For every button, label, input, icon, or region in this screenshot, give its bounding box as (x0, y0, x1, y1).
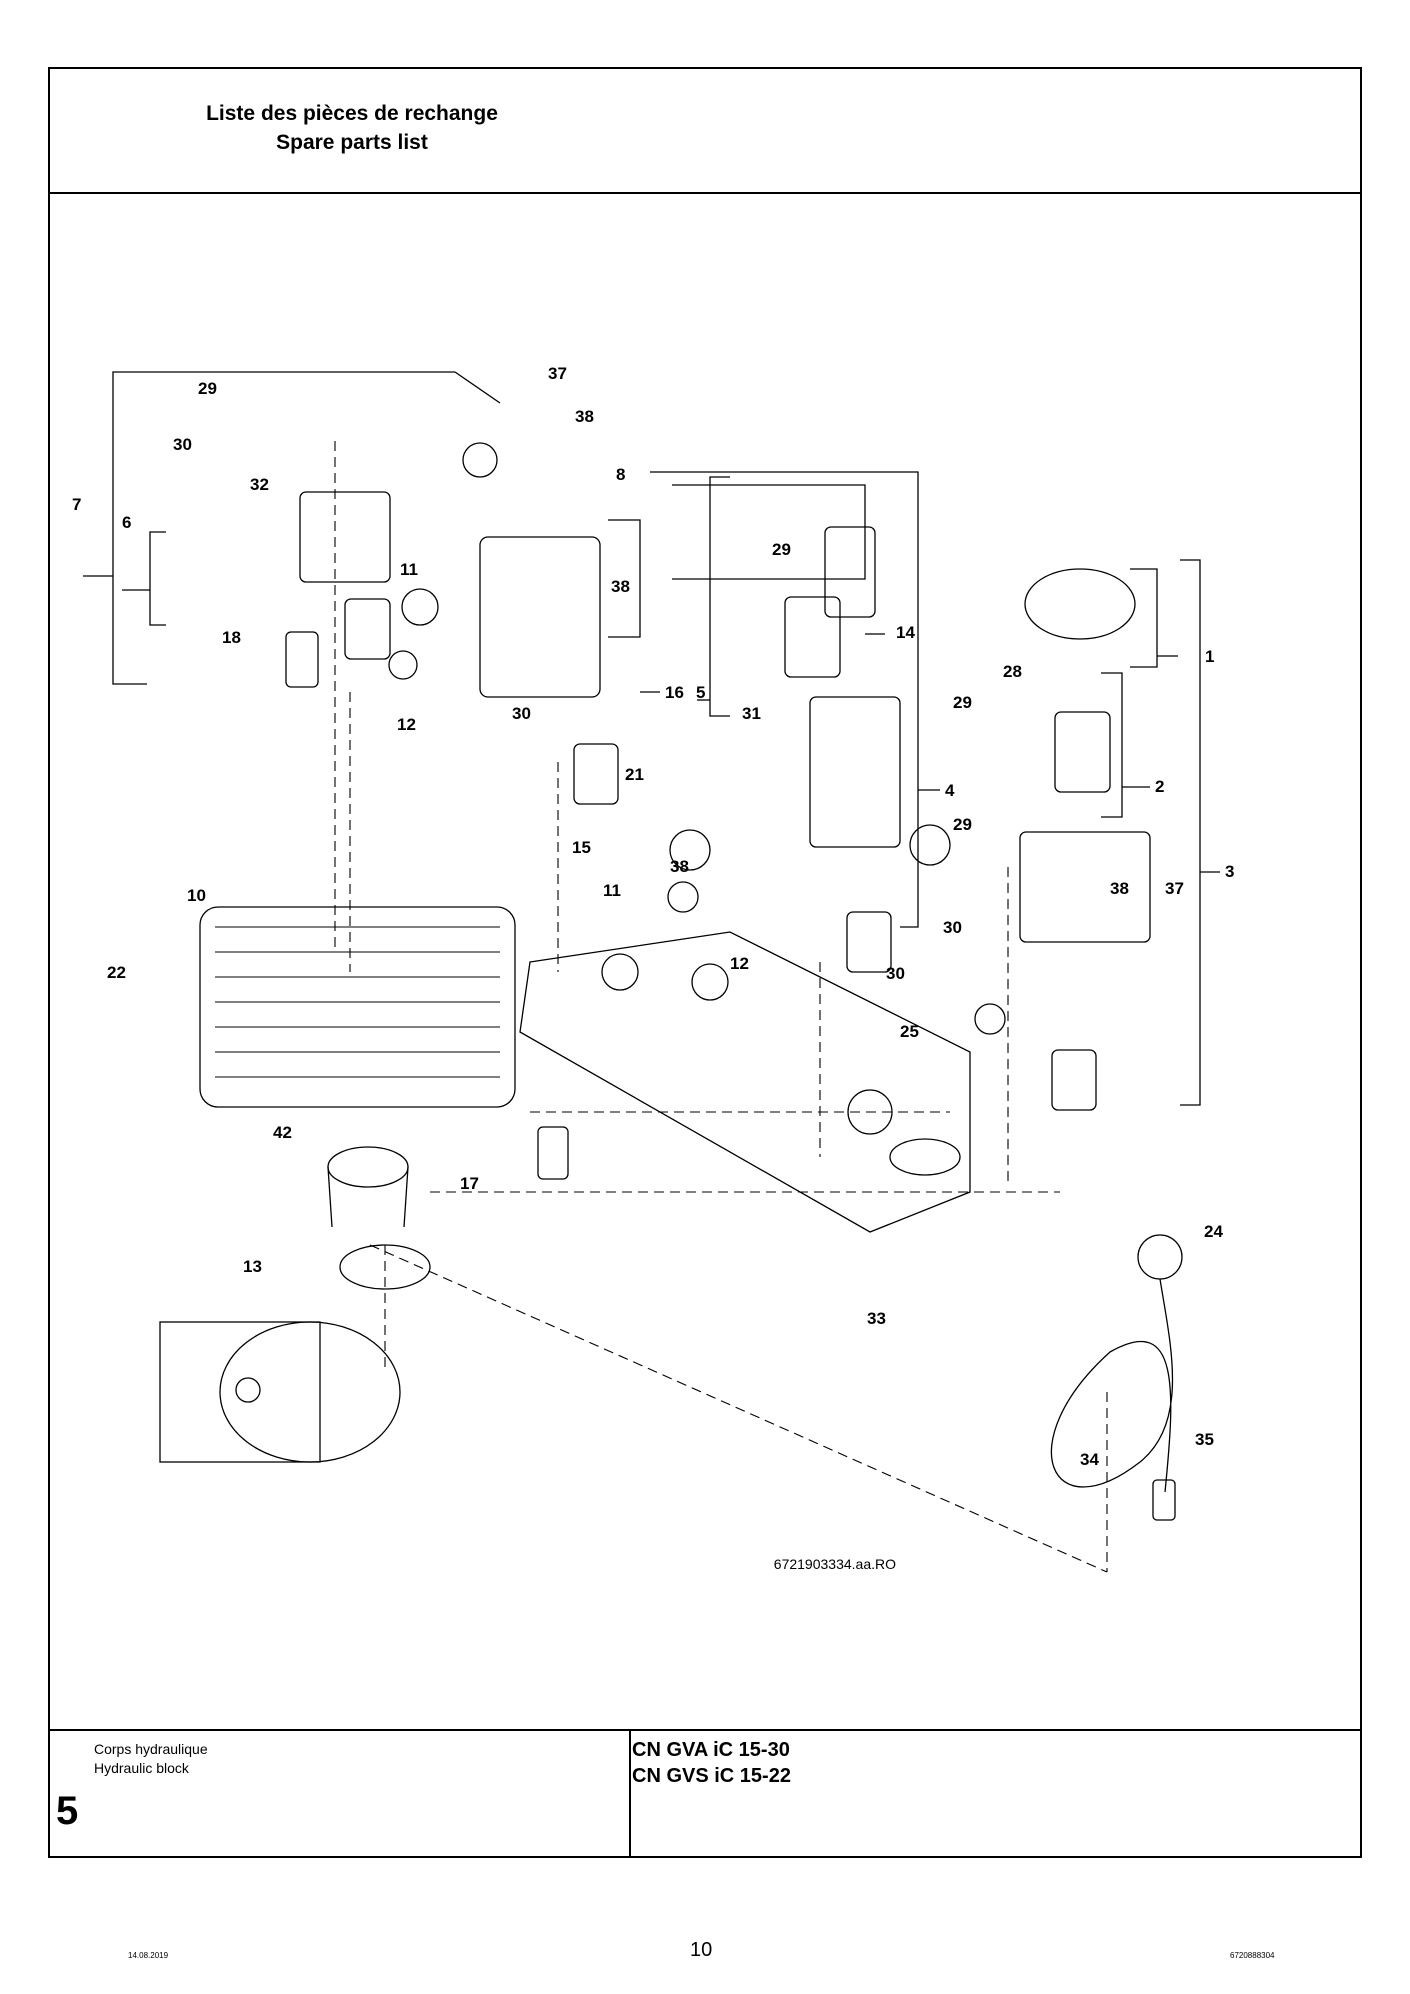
callout: 18 (222, 628, 241, 647)
callout: 32 (250, 475, 269, 494)
cartridge-2 (1054, 711, 1111, 793)
bracket-14 (672, 484, 866, 580)
callout: 12 (397, 715, 416, 734)
exploded-view-drawing: 37 38 29 30 32 7 6 8 11 38 18 16 12 30 2… (50, 192, 1360, 1735)
callout: 15 (572, 838, 591, 857)
callout: 29 (953, 693, 972, 712)
callout: 4 (945, 781, 955, 800)
bracket-5 (709, 476, 730, 717)
air-vent (327, 1146, 409, 1188)
callout: 30 (886, 964, 905, 983)
callout: 33 (867, 1309, 886, 1328)
heat-exchanger (199, 906, 516, 1108)
title-en: Spare parts list (276, 131, 428, 154)
bracket-6 (149, 531, 166, 626)
callout: 7 (72, 495, 81, 514)
page-frame: Liste des pièces de rechange Spare parts… (48, 67, 1362, 1858)
doc-code: 6720888304 (1230, 1951, 1275, 1960)
pump-body (219, 1321, 401, 1463)
callout: 42 (273, 1123, 292, 1142)
callout: 5 (696, 683, 705, 702)
print-date: 14.08.2019 (128, 1951, 169, 1960)
part-14 (824, 526, 876, 618)
valve-body-7 (299, 491, 391, 583)
valve-body-3 (1019, 831, 1151, 943)
callout: 35 (1195, 1430, 1214, 1449)
callout: 30 (512, 704, 531, 723)
callout: 17 (460, 1174, 479, 1193)
valve-body-8 (479, 536, 601, 698)
drawing-reference: 6721903334.aa.RO (773, 1556, 896, 1572)
model-1: CN GVA iC 15-30 (632, 1739, 790, 1761)
callout: 11 (603, 881, 621, 900)
callout: 38 (575, 407, 594, 426)
callout: 1 (1205, 647, 1214, 666)
base-plate (519, 931, 971, 1233)
callout: 34 (1080, 1450, 1099, 1469)
callout: 38 (1110, 879, 1129, 898)
callout: 13 (243, 1257, 262, 1276)
section-number: 5 (56, 1789, 79, 1833)
callout: 10 (187, 886, 206, 905)
page-number: 10 (690, 1939, 713, 1961)
valve-body-4 (809, 696, 901, 848)
section-title-fr: Corps hydraulique (94, 1741, 208, 1757)
bracket-7 (112, 371, 455, 685)
callout: 12 (730, 954, 749, 973)
section-title-en: Hydraulic block (94, 1760, 189, 1776)
callout: 29 (772, 540, 791, 559)
footer-divider (629, 1731, 631, 1856)
callout: 24 (1204, 1222, 1223, 1241)
callout: 28 (1003, 662, 1022, 681)
callout: 38 (611, 577, 630, 596)
bracket-16 (608, 519, 641, 638)
bracket-1 (1130, 568, 1158, 668)
bracket-4 (650, 471, 919, 928)
part-5 (784, 596, 841, 678)
callout: 14 (896, 623, 915, 642)
exploded-view-svg: 37 38 29 30 32 7 6 8 11 38 18 16 12 30 2… (72, 364, 1234, 1573)
callout: 25 (900, 1022, 919, 1041)
callout: 37 (548, 364, 567, 383)
callout: 38 (670, 857, 689, 876)
motor-1 (1024, 568, 1136, 640)
callout: 31 (742, 704, 761, 723)
callout: 30 (943, 918, 962, 937)
callout: 22 (107, 963, 126, 982)
callout: 21 (625, 765, 644, 784)
header: Liste des pièces de rechange Spare parts… (50, 69, 1360, 194)
bracket-3 (1180, 559, 1201, 1106)
sensor-24 (1137, 1234, 1183, 1280)
callout: 16 (665, 683, 684, 702)
callout: 6 (122, 513, 131, 532)
bracket-2 (1101, 672, 1123, 818)
callout: 29 (198, 379, 217, 398)
callout: 30 (173, 435, 192, 454)
model-2: CN GVS iC 15-22 (632, 1765, 791, 1787)
callout: 37 (1165, 879, 1184, 898)
title-fr: Liste des pièces de rechange (206, 102, 498, 125)
callout: 29 (953, 815, 972, 834)
callout: 3 (1225, 862, 1234, 881)
callout: 8 (616, 465, 625, 484)
pump-control-box (159, 1321, 321, 1463)
footer-block: Corps hydraulique Hydraulic block 5 CN G… (50, 1729, 1360, 1856)
callout: 11 (400, 560, 418, 579)
callout: 2 (1155, 777, 1164, 796)
